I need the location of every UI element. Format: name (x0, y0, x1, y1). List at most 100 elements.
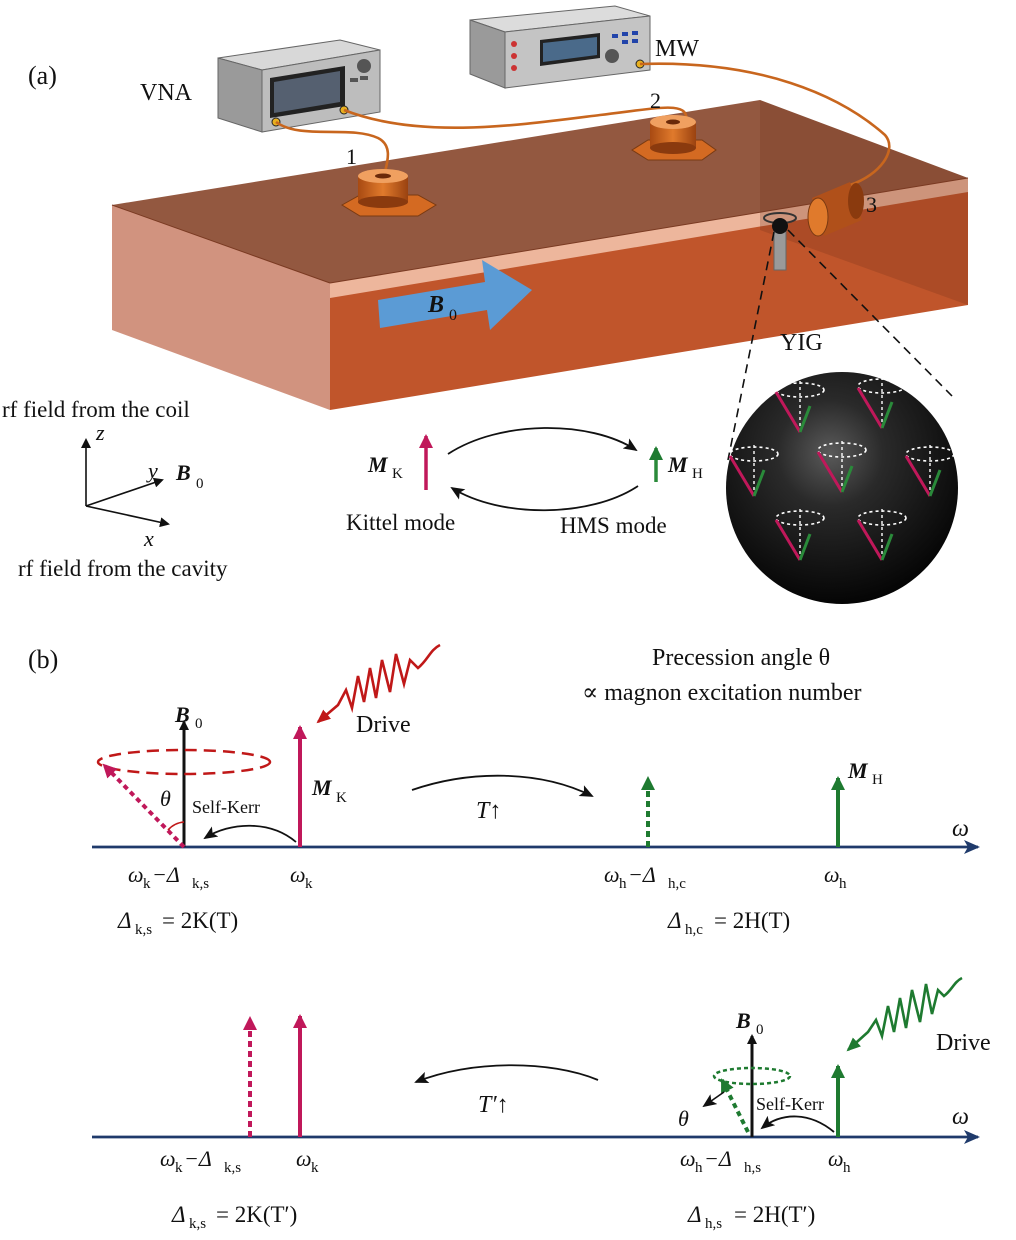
svg-text:h,c: h,c (685, 922, 703, 938)
row2-theta-arrow (702, 1091, 725, 1108)
row2-tick-wk: ω k (296, 1146, 319, 1176)
axis-x-label: x (143, 526, 154, 551)
svg-text:k: k (311, 1160, 319, 1176)
svg-text:B: B (427, 292, 444, 318)
svg-text:k,s: k,s (189, 1216, 206, 1232)
hms-m-sub: H (692, 466, 703, 482)
port-2-coupler (631, 115, 717, 161)
row2-tick-wh-minus: ω h −Δ h,s (680, 1146, 761, 1176)
axis-y-label: y (146, 458, 158, 483)
row2-theta-label: θ (678, 1106, 689, 1131)
row1-self-kerr-label: Self-Kerr (192, 797, 260, 817)
row2-tick-wk-minus: ω k −Δ k,s (160, 1146, 241, 1176)
svg-text:ω: ω (160, 1146, 176, 1171)
spin-cone (774, 508, 825, 561)
port-3-coil (807, 182, 864, 237)
svg-text:h: h (839, 876, 847, 892)
row2-b0-sub: 0 (756, 1022, 764, 1038)
row1-drive-label: Drive (356, 712, 411, 738)
panel-b-label: (b) (28, 645, 58, 674)
svg-text:ω: ω (824, 862, 840, 887)
row2-omega-label: ω (952, 1104, 969, 1130)
mw-label: MW (655, 36, 699, 62)
yig-label: YIG (780, 330, 823, 356)
row1-tick-wh: ω h (824, 862, 847, 892)
row1-t-label: T↑ (476, 798, 501, 824)
svg-text:h: h (619, 876, 627, 892)
coupling-arrow-forward (447, 427, 638, 455)
row1-mk-sub: K (336, 790, 347, 806)
row1-eq-right: Δ h,c = 2H(T) (667, 908, 790, 938)
panel-a-label: (a) (28, 61, 57, 90)
svg-text:h: h (695, 1160, 703, 1176)
svg-text:ω: ω (604, 862, 620, 887)
precession-note-line2: ∝ magnon excitation number (582, 680, 862, 706)
svg-text:h,c: h,c (668, 876, 686, 892)
coupling-arrow-backward (450, 485, 639, 512)
axis-b0-sub: 0 (196, 476, 204, 492)
row1-t-arrow (411, 774, 594, 797)
hms-mode-label: HMS mode (560, 513, 667, 538)
row1-b0-label: B (174, 702, 190, 727)
mw-instrument (469, 5, 651, 89)
svg-text:−Δ: −Δ (628, 862, 656, 887)
row1-precessing-mk-arrow (102, 763, 186, 849)
svg-text:−Δ: −Δ (184, 1146, 212, 1171)
svg-text:Δ: Δ (171, 1202, 186, 1227)
row2-eq-right: Δ h,s = 2H(T′) (687, 1202, 815, 1232)
port-2-label: 2 (650, 88, 661, 113)
svg-text:h,s: h,s (705, 1216, 722, 1232)
svg-text:ω: ω (296, 1146, 312, 1171)
row1-mh-sub: H (872, 772, 883, 788)
svg-text:ω: ω (680, 1146, 696, 1171)
row2-precession-cone (712, 1066, 792, 1086)
svg-text:0: 0 (449, 307, 457, 324)
kittel-m-label: M (367, 452, 389, 477)
spin-cone (816, 440, 867, 493)
spin-cone (856, 376, 907, 429)
rf-coil-label: rf field from the coil (2, 397, 190, 422)
axis-b0-label: B (175, 460, 191, 485)
coax-cables (275, 62, 891, 187)
svg-text:Δ: Δ (667, 908, 682, 933)
svg-text:k: k (305, 876, 313, 892)
svg-text:= 2H(T′): = 2H(T′) (734, 1202, 815, 1227)
row1-eq-left: Δ k,s = 2K(T) (117, 908, 238, 938)
svg-text:k: k (175, 1160, 183, 1176)
row2-drive-wave (846, 976, 963, 1052)
row1-mk-label: M (311, 775, 333, 800)
row2-t-arrow (414, 1064, 599, 1084)
kittel-mode-label: Kittel mode (346, 510, 455, 535)
svg-text:h,s: h,s (744, 1160, 761, 1176)
port-3-label: 3 (866, 192, 877, 217)
spin-cone (774, 380, 825, 433)
b0-arrow: B 0 (378, 260, 532, 330)
row1-self-kerr-arrow (203, 824, 297, 843)
row2-t-label: T′↑ (478, 1092, 509, 1118)
svg-text:−Δ: −Δ (704, 1146, 732, 1171)
row2-self-kerr-arrow (760, 1115, 835, 1133)
row1-tick-wk-minus: ω k −Δ k,s (128, 862, 209, 892)
row2-precessing-mh-arrow (720, 1078, 750, 1133)
zoom-line-right (787, 229, 953, 397)
axis-z-label: z (95, 420, 105, 445)
spin-cone (728, 444, 779, 497)
svg-text:= 2K(T′): = 2K(T′) (216, 1202, 297, 1227)
row1-theta-arc (167, 821, 185, 831)
row2-drive-label: Drive (936, 1030, 991, 1056)
port-1-label: 1 (346, 144, 357, 169)
hms-m-label: M (667, 452, 689, 477)
svg-text:ω: ω (128, 862, 144, 887)
svg-text:k,s: k,s (192, 876, 209, 892)
svg-text:Δ: Δ (687, 1202, 702, 1227)
row1-tick-wh-minus: ω h −Δ h,c (604, 862, 686, 892)
row1-drive-wave (316, 643, 441, 724)
svg-text:k: k (143, 876, 151, 892)
zoom-line-left (727, 231, 775, 461)
row2-eq-left: Δ k,s = 2K(T′) (171, 1202, 297, 1232)
axes-triad (81, 438, 170, 528)
spin-cone (856, 508, 907, 561)
svg-text:h: h (843, 1160, 851, 1176)
svg-text:k,s: k,s (135, 922, 152, 938)
